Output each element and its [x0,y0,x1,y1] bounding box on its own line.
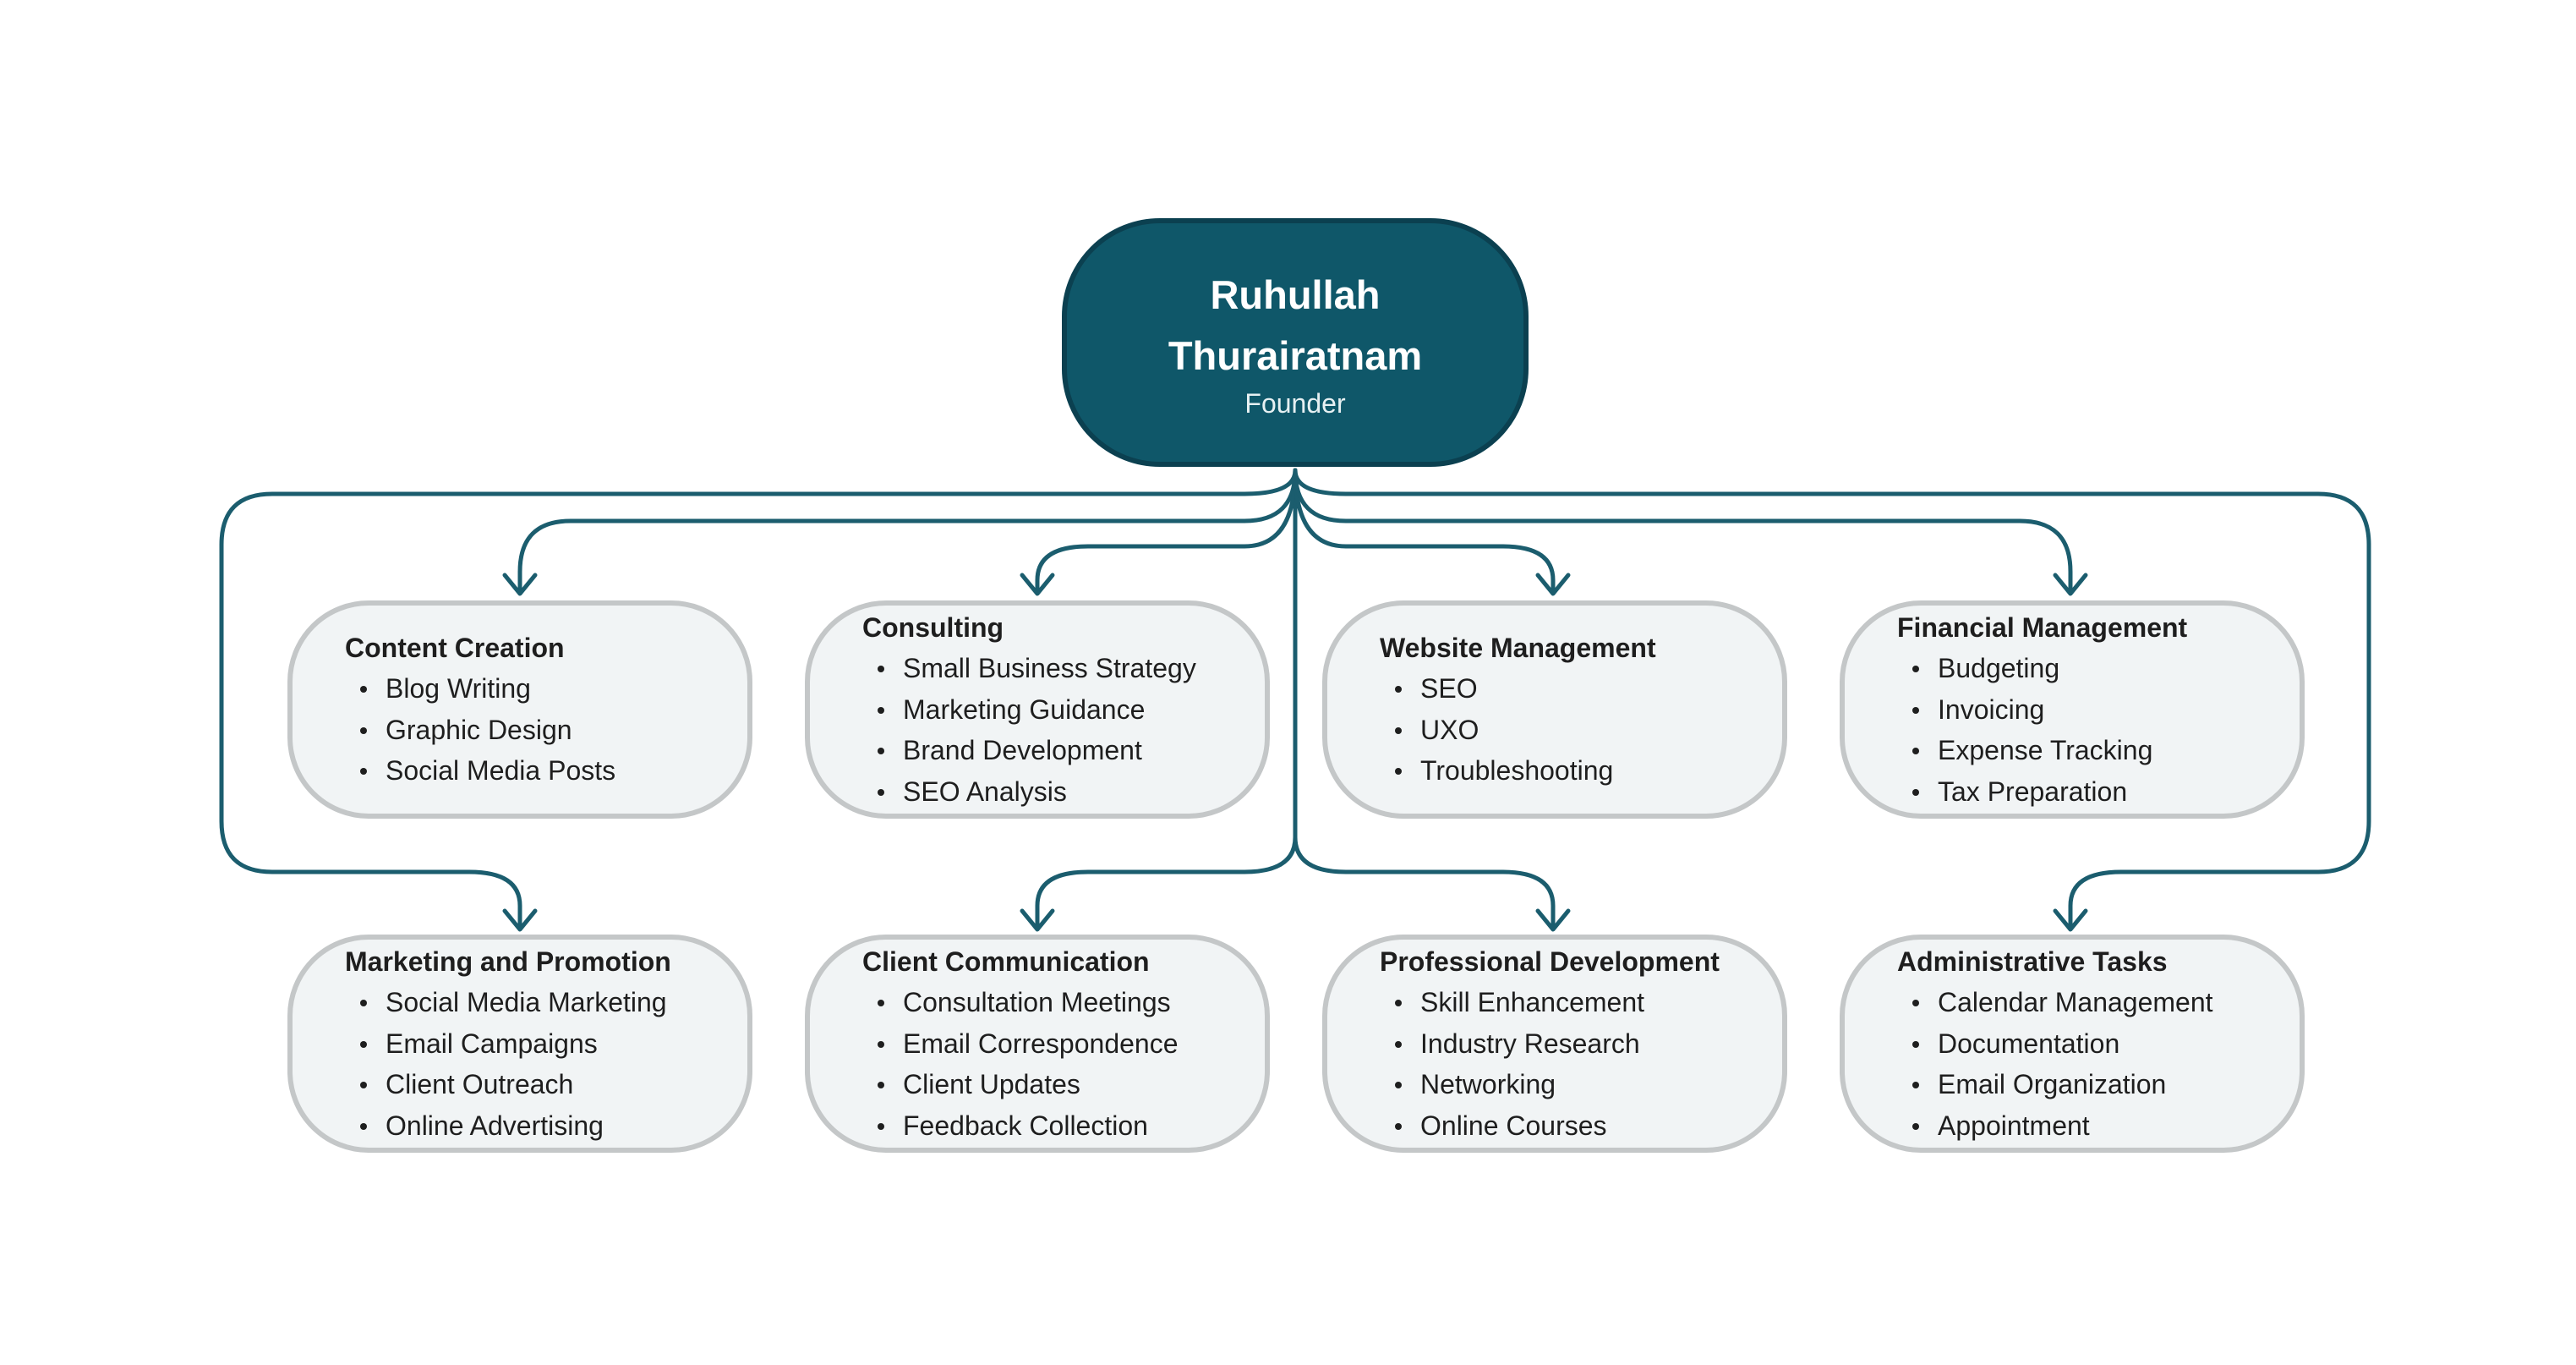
node-item-list: Calendar Management Documentation Email … [1897,982,2300,1146]
root-node-founder[interactable]: Ruhullah Thurairatnam Founder [1062,218,1529,467]
arrowhead-icon [1020,573,1055,596]
node-item-list: Skill Enhancement Industry Research Netw… [1380,982,1782,1146]
list-item: SEO Analysis [878,771,1265,813]
list-item: Social Media Marketing [360,982,747,1023]
founder-role: Founder [1244,388,1346,419]
list-item: Networking [1395,1064,1782,1105]
node-client-communication[interactable]: Client Communication Consultation Meetin… [805,935,1270,1153]
node-title: Client Communication [862,946,1150,977]
list-item: Industry Research [1395,1023,1782,1065]
node-website-management[interactable]: Website Management SEO UXO Troubleshooti… [1322,600,1787,819]
node-title: Marketing and Promotion [345,946,671,977]
node-title: Content Creation [345,633,565,664]
list-item: Email Correspondence [878,1023,1265,1065]
connector-financial-management [1293,468,2073,595]
node-financial-management[interactable]: Financial Management Budgeting Invoicing… [1840,600,2305,819]
node-title: Financial Management [1897,612,2188,643]
arrowhead-icon [1535,908,1571,932]
list-item: Social Media Posts [360,750,747,792]
connector-content-creation [517,468,1298,595]
list-item: Documentation [1912,1023,2300,1065]
connector-marketing-promotion [219,468,1298,930]
node-professional-development[interactable]: Professional Development Skill Enhanceme… [1322,935,1787,1153]
list-item: Blog Writing [360,668,747,710]
node-content-creation[interactable]: Content Creation Blog Writing Graphic De… [287,600,752,819]
list-item: Skill Enhancement [1395,982,1782,1023]
node-administrative-tasks[interactable]: Administrative Tasks Calendar Management… [1840,935,2305,1153]
founder-name: Ruhullah Thurairatnam [1168,272,1423,378]
list-item: Consultation Meetings [878,982,1265,1023]
list-item: UXO [1395,710,1782,751]
list-item: Small Business Strategy [878,648,1265,689]
node-title: Administrative Tasks [1897,946,2168,977]
list-item: Client Updates [878,1064,1265,1105]
node-title: Consulting [862,612,1004,643]
list-item: Email Campaigns [360,1023,747,1065]
node-item-list: Budgeting Invoicing Expense Tracking Tax… [1897,648,2300,812]
list-item: Invoicing [1912,689,2300,731]
list-item: Graphic Design [360,710,747,751]
list-item: Expense Tracking [1912,730,2300,771]
list-item: SEO [1395,668,1782,710]
list-item: Budgeting [1912,648,2300,689]
arrowhead-icon [2053,573,2088,596]
list-item: Brand Development [878,730,1265,771]
list-item: Marketing Guidance [878,689,1265,731]
list-item: Client Outreach [360,1064,747,1105]
list-item: Troubleshooting [1395,750,1782,792]
list-item: Tax Preparation [1912,771,2300,813]
connector-administrative-tasks [1293,468,2371,930]
arrowhead-icon [502,908,538,932]
node-consulting[interactable]: Consulting Small Business Strategy Marke… [805,600,1270,819]
list-item: Email Organization [1912,1064,2300,1105]
node-item-list: Consultation Meetings Email Corresponden… [862,982,1265,1146]
connector-professional-development [1293,835,1556,930]
list-item: Online Courses [1395,1105,1782,1147]
connector-website-management [1293,468,1556,595]
arrowhead-icon [1535,573,1571,596]
arrowhead-icon [1020,908,1055,932]
node-item-list: Social Media Marketing Email Campaigns C… [345,982,747,1146]
list-item: Appointment [1912,1105,2300,1147]
node-title: Website Management [1380,633,1656,664]
connector-client-communication [1035,835,1298,930]
list-item: Online Advertising [360,1105,747,1147]
list-item: Feedback Collection [878,1105,1265,1147]
node-item-list: SEO UXO Troubleshooting [1380,668,1782,792]
arrowhead-icon [502,573,538,596]
node-item-list: Small Business Strategy Marketing Guidan… [862,648,1265,812]
arrowhead-icon [2053,908,2088,932]
node-item-list: Blog Writing Graphic Design Social Media… [345,668,747,792]
list-item: Calendar Management [1912,982,2300,1023]
node-title: Professional Development [1380,946,1720,977]
node-marketing-and-promotion[interactable]: Marketing and Promotion Social Media Mar… [287,935,752,1153]
connector-consulting [1035,468,1298,595]
